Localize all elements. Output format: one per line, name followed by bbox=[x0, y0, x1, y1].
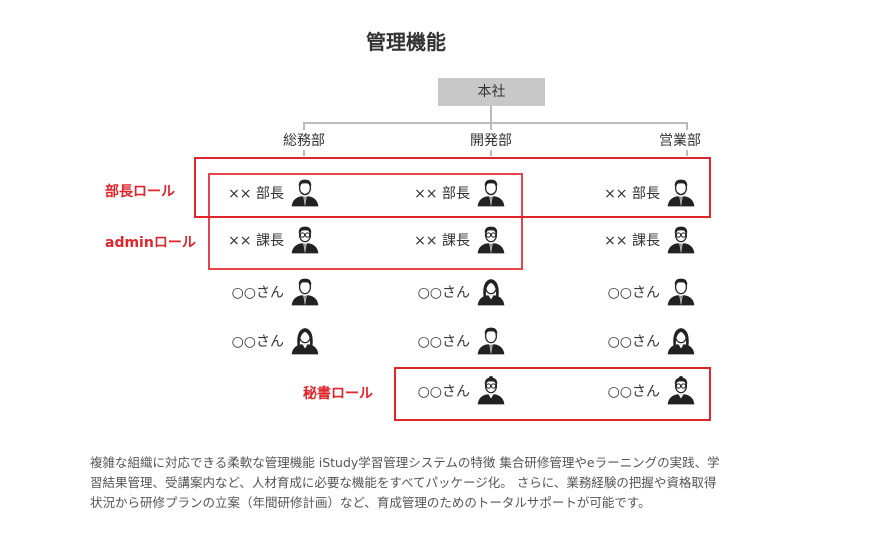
hisho-role-label: 秘書ロール bbox=[303, 386, 373, 402]
dept-eigyo: 営業部 bbox=[659, 133, 701, 149]
manager-icon bbox=[470, 176, 506, 210]
person-cell: ○○さん bbox=[536, 374, 696, 408]
glasses-man-icon bbox=[284, 223, 320, 257]
woman-icon bbox=[660, 324, 696, 358]
manager-icon bbox=[660, 176, 696, 210]
hisho-role-box bbox=[394, 367, 711, 421]
person-cell: ×× 課長 bbox=[346, 223, 506, 257]
person-label: ×× 部長 bbox=[228, 186, 284, 202]
person-label: ×× 部長 bbox=[604, 186, 660, 202]
person-label: ○○さん bbox=[607, 285, 660, 301]
connector bbox=[686, 122, 688, 130]
person-label: ○○さん bbox=[607, 334, 660, 350]
person-label: ○○さん bbox=[417, 285, 470, 301]
connector bbox=[490, 106, 492, 124]
person-cell: ×× 課長 bbox=[536, 223, 696, 257]
person-cell: ○○さん bbox=[346, 324, 506, 358]
connector bbox=[303, 122, 688, 124]
glasses-man-icon bbox=[660, 223, 696, 257]
person-cell: ×× 部長 bbox=[160, 176, 320, 210]
glasses-man-icon bbox=[470, 223, 506, 257]
person-cell: ×× 課長 bbox=[160, 223, 320, 257]
person-cell: ○○さん bbox=[160, 275, 320, 309]
person-cell: ○○さん bbox=[536, 324, 696, 358]
connector bbox=[303, 150, 305, 156]
description: 複雑な組織に対応できる柔軟な管理機能 iStudy学習管理システムの特徴 集合研… bbox=[90, 454, 720, 510]
person-label: ×× 部長 bbox=[414, 186, 470, 202]
connector bbox=[490, 150, 492, 156]
person-cell: ○○さん bbox=[346, 275, 506, 309]
person-label: ○○さん bbox=[607, 384, 660, 400]
person-label: ×× 課長 bbox=[414, 233, 470, 249]
person-label: ○○さん bbox=[417, 334, 470, 350]
person-cell: ○○さん bbox=[536, 275, 696, 309]
page-title: 管理機能 bbox=[366, 30, 446, 54]
woman-icon bbox=[284, 324, 320, 358]
secretary-icon bbox=[470, 374, 506, 408]
person-cell: ×× 部長 bbox=[536, 176, 696, 210]
connector bbox=[686, 150, 688, 156]
dept-soumu: 総務部 bbox=[283, 133, 325, 149]
manager-icon bbox=[284, 176, 320, 210]
man-icon bbox=[660, 275, 696, 309]
person-cell: ○○さん bbox=[160, 324, 320, 358]
person-label: ×× 課長 bbox=[604, 233, 660, 249]
admin-role-label: adminロール bbox=[105, 235, 196, 251]
man-icon bbox=[470, 324, 506, 358]
bucho-role-box bbox=[194, 157, 711, 218]
bucho-role-label: 部長ロール bbox=[105, 184, 175, 200]
person-label: ×× 課長 bbox=[228, 233, 284, 249]
person-label: ○○さん bbox=[417, 384, 470, 400]
person-cell: ○○さん bbox=[346, 374, 506, 408]
man-icon bbox=[284, 275, 320, 309]
connector bbox=[303, 122, 305, 130]
woman-icon bbox=[470, 275, 506, 309]
person-label: ○○さん bbox=[231, 285, 284, 301]
connector bbox=[490, 122, 492, 130]
person-cell: ×× 部長 bbox=[346, 176, 506, 210]
person-label: ○○さん bbox=[231, 334, 284, 350]
dept-kaihatsu: 開発部 bbox=[470, 133, 512, 149]
admin-role-box bbox=[208, 173, 523, 270]
secretary-icon bbox=[660, 374, 696, 408]
hq-box: 本社 bbox=[438, 78, 545, 106]
